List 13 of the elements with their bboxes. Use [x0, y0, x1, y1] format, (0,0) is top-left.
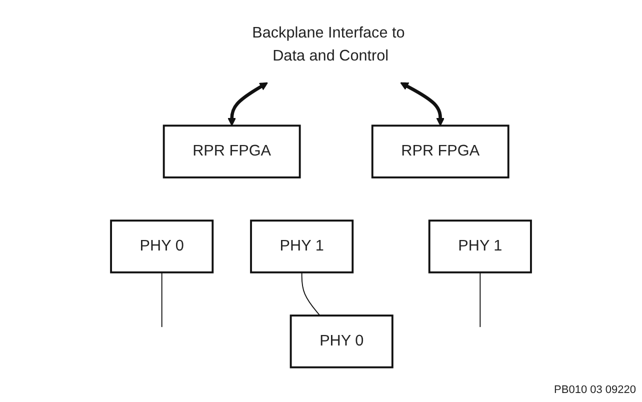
node-box: PHY 0: [290, 314, 394, 368]
arrow: [228, 82, 268, 126]
node-box: PHY 1: [428, 220, 532, 274]
arrow: [400, 82, 445, 126]
node-text: Backplane Interface to Data and Control: [252, 24, 405, 64]
connector: [480, 272, 481, 328]
connector: [161, 272, 162, 328]
figure-id: PB010 03 09220: [554, 384, 636, 396]
node-box: PHY 1: [250, 220, 354, 274]
node-box: RPR FPGA: [371, 124, 510, 178]
node-box: RPR FPGA: [162, 124, 301, 178]
connector: [301, 272, 320, 316]
node-box: PHY 0: [110, 220, 214, 274]
